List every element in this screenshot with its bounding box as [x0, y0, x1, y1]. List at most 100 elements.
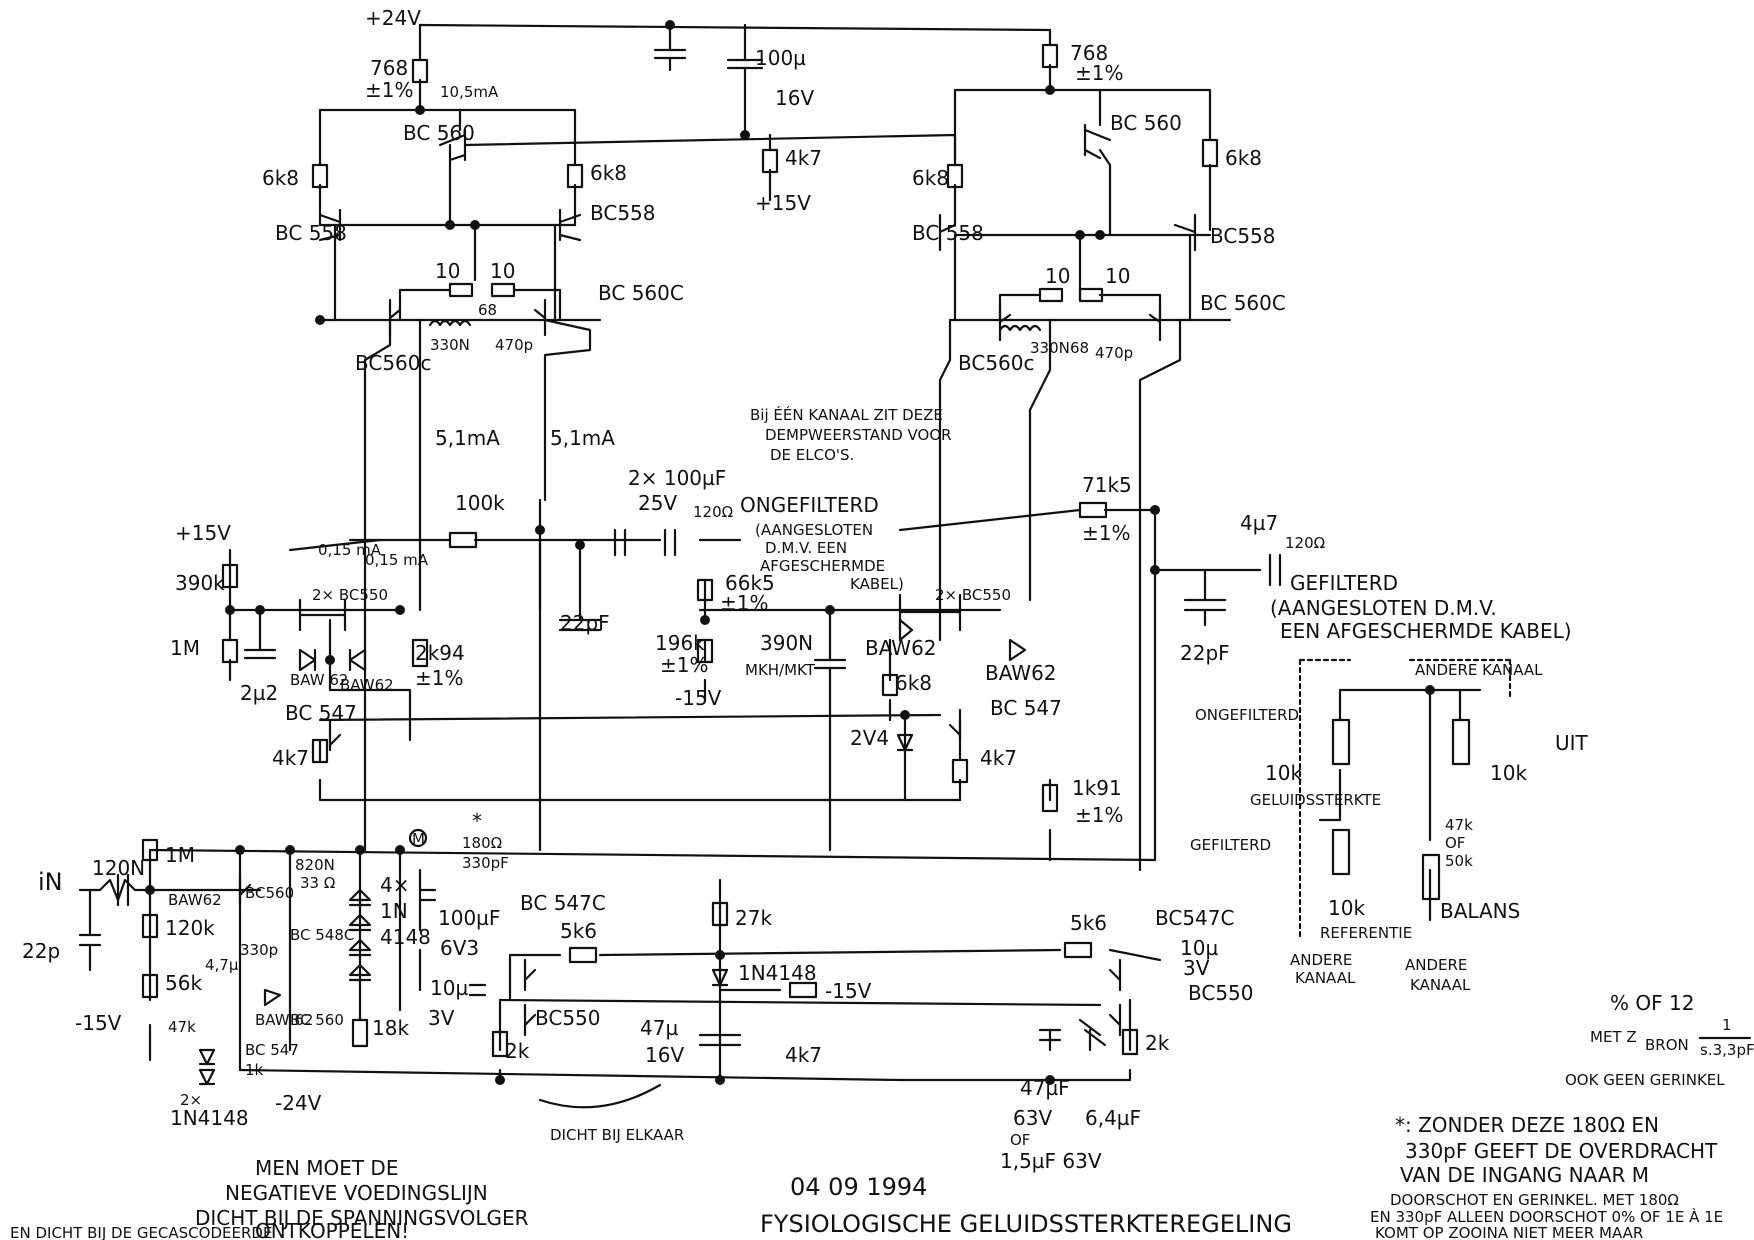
label-c470p-right: 470p: [1095, 344, 1133, 362]
label-d2x: 2×: [180, 1091, 202, 1109]
label-p-10k-a: 10k: [1265, 761, 1302, 785]
label-bc550-br: BC550: [1188, 981, 1254, 1005]
diodes: [198, 618, 1027, 1086]
label-ongef-2: (AANGESLOTEN: [755, 521, 873, 539]
label-c22pf-mid: 22pF: [560, 611, 610, 635]
label-c100u-v: 16V: [775, 86, 814, 110]
label-star: *: [472, 809, 482, 833]
label-bc547c-left: BC 547C: [520, 891, 606, 915]
label-c100u-b-v: 6V3: [440, 936, 479, 960]
label-d1n: 1N: [380, 899, 408, 923]
note-star-3: VAN DE INGANG NAAR M: [1400, 1163, 1649, 1187]
label-c330p: 330p: [240, 941, 278, 959]
label-r120k: 120k: [165, 916, 215, 940]
label-baw62-a: BAW 62: [290, 671, 348, 689]
note-demp-2: DEMPWEERSTAND VOOR: [765, 426, 952, 444]
label-r47k: 47k: [168, 1018, 196, 1036]
label-gef-3: EEN AFGESCHERMDE KABEL): [1280, 619, 1572, 643]
label-r120-b: 120Ω: [1285, 534, 1325, 552]
label-r10c: 10: [1045, 264, 1070, 288]
label-r768-left-tol: ±1%: [365, 78, 414, 102]
label-5-1ma-a: 5,1mA: [435, 426, 500, 450]
label-p-balans: BALANS: [1440, 899, 1520, 923]
label-c2x100-v: 25V: [638, 491, 677, 515]
label-r4k7-bot: 4k7: [785, 1043, 822, 1067]
label-r68-left: 68: [478, 301, 497, 319]
label-c47uf: 47µF: [1020, 1076, 1070, 1100]
label-c10u-right-v: 3V: [1183, 956, 1210, 980]
label-p-uit: UIT: [1555, 731, 1589, 755]
label-p-andere-b1: ANDERE: [1405, 956, 1467, 974]
label-c22pf-out: 22pF: [1180, 641, 1230, 665]
label-baw62-in: BAW62: [168, 891, 222, 909]
label-r768-right: 768: [1070, 41, 1108, 65]
label-r56k: 56k: [165, 971, 202, 995]
label-r4k7-left: 4k7: [272, 746, 309, 770]
label-r66k5: 66k5: [725, 571, 775, 595]
label-c120n: 120N: [92, 856, 145, 880]
label-bc548c: BC 548C: [290, 926, 354, 944]
wires: [78, 23, 1512, 1082]
label-r196k: 196k: [655, 631, 705, 655]
label-r10d: 10: [1105, 264, 1130, 288]
label-bc558-ll: BC 558: [275, 221, 347, 245]
label-c4u7-out: 4µ7: [1240, 511, 1278, 535]
note-bron: BRON: [1645, 1036, 1689, 1054]
label-r2k94-tol: ±1%: [415, 666, 464, 690]
label-z2v4: 2V4: [850, 726, 889, 750]
label-c390n: 390N: [760, 631, 813, 655]
note-demp-1: Bij ÉÉN KANAAL ZIT DEZE: [750, 405, 943, 424]
label-bc547c-right: BC547C: [1155, 906, 1234, 930]
label-ongef-5: KABEL): [850, 575, 904, 593]
label-date: 04 09 1994: [790, 1173, 927, 1201]
label-r2k94: 2k94: [415, 641, 465, 665]
label-bc558-rl: BC 558: [912, 221, 984, 245]
transistors: [238, 123, 1197, 1037]
label-r120-a: 120Ω: [693, 503, 733, 521]
label-c330pf: 330pF: [462, 854, 509, 872]
label-ongef-3: D.M.V. EEN: [765, 539, 847, 557]
label-bc560c-ll: BC560c: [355, 351, 432, 375]
label-c390n-type: MKH/MKT: [745, 661, 816, 679]
note-frac-den: s.3,3pF: [1700, 1041, 1754, 1059]
label-6k8-rl: 6k8: [912, 166, 949, 190]
note-ok: OOK GEEN GERINKEL: [1565, 1071, 1725, 1089]
label-d1n4148-mid: 1N4148: [738, 961, 817, 985]
label-bc560c-rl: BC560c: [958, 351, 1035, 375]
label-in: iN: [38, 868, 63, 896]
label-v15-top: +15V: [755, 191, 811, 215]
label-bc550-bl: BC550: [535, 1006, 601, 1030]
label-r100k: 100k: [455, 491, 505, 515]
note-star-1: *: ZONDER DEZE 180Ω EN: [1395, 1113, 1659, 1137]
note-neg-1: MEN MOET DE: [255, 1156, 398, 1180]
label-of-1: OF: [1010, 1131, 1030, 1149]
label-bc547-left: BC 547: [285, 701, 357, 725]
label-r2k-left: 2k: [505, 1039, 530, 1063]
label-v15-left: +15V: [175, 521, 231, 545]
label-gef-1: GEFILTERD: [1290, 571, 1398, 595]
note-neg-3: DICHT BIJ DE SPANNINGSVOLGER: [195, 1206, 529, 1230]
label-r768-left: 768: [370, 56, 408, 80]
label-p-andere-top: ANDERE KANAAL: [1415, 661, 1543, 679]
label-r1m-left: 1M: [170, 636, 200, 660]
label-r1k91: 1k91: [1072, 776, 1122, 800]
label-p-ongef: ONGEFILTERD: [1195, 706, 1299, 724]
label-r196k-tol: ±1%: [660, 653, 709, 677]
label-baw62-b: BAW62: [340, 676, 394, 694]
label-m-marker: M: [412, 830, 425, 848]
label-c10u: 10µ: [430, 976, 468, 1000]
note-star-4: DOORSCHOT EN GERINKEL. MET 180Ω: [1390, 1191, 1679, 1209]
label-c4u7-in: 4,7µ: [205, 956, 239, 974]
label-v15n-bot: -15V: [825, 979, 872, 1003]
label-v15n-in: -15V: [75, 1011, 122, 1035]
label-c47uf-v: 63V: [1013, 1106, 1052, 1130]
note-met: MET Z: [1590, 1028, 1637, 1046]
label-r27k: 27k: [735, 906, 772, 930]
label-p-andere-b2: KANAAL: [1410, 976, 1471, 994]
label-0-15ma-b: 0,15 mA: [365, 551, 429, 569]
label-c47u-v: 16V: [645, 1043, 684, 1067]
label-c100u-b: 100µF: [438, 906, 500, 930]
label-baw62-c: BAW62: [865, 636, 937, 660]
label-c10u-v: 3V: [428, 1006, 455, 1030]
